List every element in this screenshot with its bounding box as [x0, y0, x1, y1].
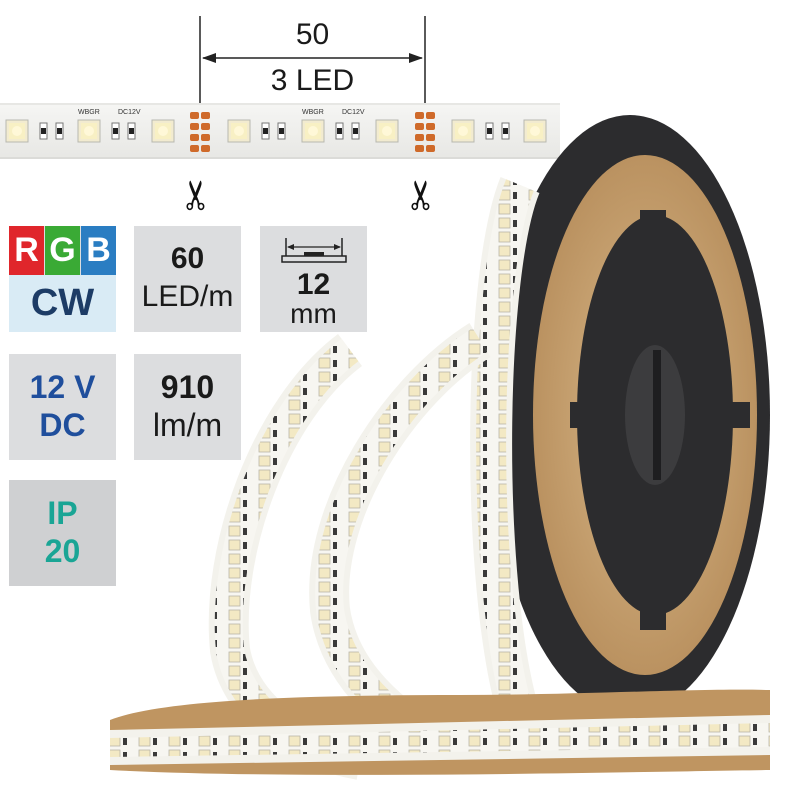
- led-density-value: 60: [170, 242, 205, 275]
- dimension-lines: [199, 16, 426, 103]
- cut-led-count: 3 LED: [270, 64, 355, 97]
- led-density-unit: LED/m: [141, 280, 234, 313]
- cut-length-value: 50: [295, 18, 330, 51]
- supply-label-1: DC12V: [118, 109, 141, 116]
- chip-label-1: WBGR: [78, 109, 100, 116]
- led-strip-graphic: [0, 103, 560, 159]
- chip-label-2: WBGR: [302, 109, 324, 116]
- led-strip-reel-image: [110, 115, 770, 780]
- luminous-flux-unit: lm/m: [152, 407, 223, 443]
- color-letter-green: G: [45, 226, 80, 275]
- voltage-tile: 12 V DC: [9, 354, 116, 460]
- supply-label-2: DC12V: [342, 109, 365, 116]
- width-dimension-icon: [281, 238, 347, 263]
- led-density-tile: 60 LED/m: [134, 226, 241, 332]
- luminous-flux-tile: 910 lm/m: [134, 354, 241, 460]
- width-value: 12: [296, 268, 331, 301]
- voltage-value: 12 V: [29, 369, 96, 405]
- color-type-tile: R G B CW: [9, 226, 116, 332]
- ip-label: IP: [47, 495, 78, 531]
- voltage-type: DC: [39, 407, 86, 443]
- color-temp-label: CW: [9, 275, 116, 332]
- led-strip-straight: WBGR DC12V WBGR DC12V: [0, 103, 560, 159]
- ip-value: 20: [44, 533, 81, 569]
- color-letter-blue: B: [81, 226, 116, 275]
- width-tile: 12 mm: [260, 226, 367, 332]
- width-unit: mm: [290, 298, 337, 329]
- luminous-flux-value: 910: [160, 369, 215, 405]
- color-letter-red: R: [9, 226, 44, 275]
- ip-rating-tile: IP 20: [9, 480, 116, 586]
